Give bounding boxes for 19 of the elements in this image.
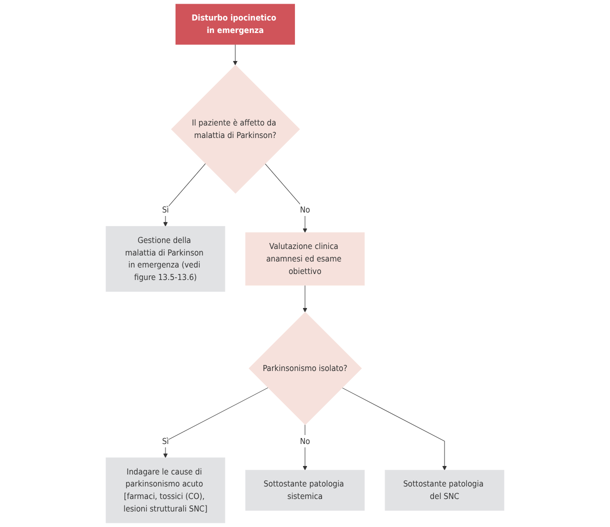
node-box: Sottostante patologia sistemica xyxy=(245,470,365,511)
arrow xyxy=(264,163,308,233)
arrow xyxy=(163,387,268,458)
arrow xyxy=(342,387,447,470)
arrow xyxy=(302,285,308,312)
edge-label: No xyxy=(300,436,310,446)
node-box: Gestione della malattia di Parkinson in emergenza (vedi figure 13.5-13.6) xyxy=(106,226,226,292)
node-diamond: Il paziente è affetto da malattia di Parkinson? xyxy=(171,64,300,194)
arrow xyxy=(232,44,238,66)
edge-label: Sì xyxy=(162,436,169,446)
arrow xyxy=(163,163,206,227)
node-box: Valutazione clinica anamnesi ed esame obiettivo xyxy=(245,232,365,286)
node-diamond: Parkinsonismo isolato? xyxy=(248,312,362,426)
arrow xyxy=(302,424,308,470)
edge-label: Sì xyxy=(162,204,169,214)
node-box: Indagare le cause di parkinsonismo acuto [farmaci, tossici (CO), lesioni strutturali SNC] xyxy=(106,457,226,524)
node-box: Disturbo ipocinetico in emergenza xyxy=(176,4,295,45)
node-box: Sottostante patologia del SNC xyxy=(384,470,504,511)
edge-label: No xyxy=(300,204,310,214)
